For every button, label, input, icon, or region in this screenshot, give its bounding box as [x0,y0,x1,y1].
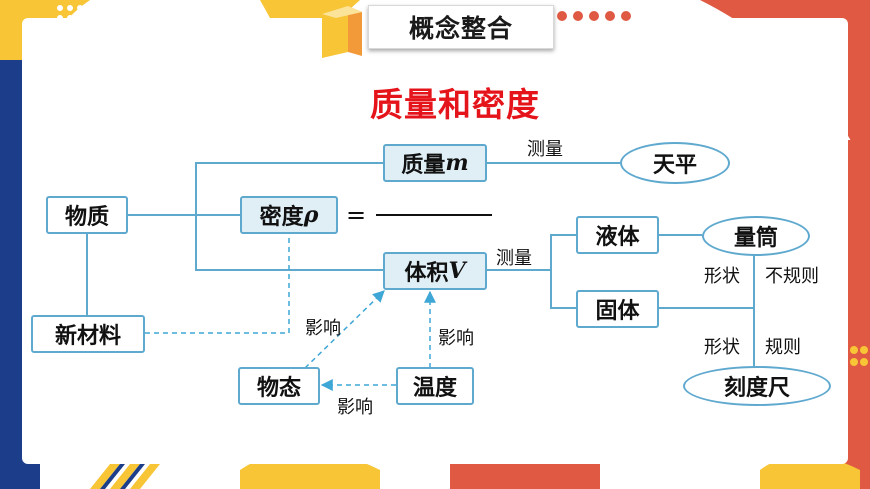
node-matter: 物质 [46,196,128,234]
node-new-material-label: 新材料 [54,324,121,349]
node-mass-label: 质量 [401,153,446,178]
node-cylinder-label: 量筒 [733,226,778,251]
dot-row-decoration [557,11,631,21]
node-temperature-label: 温度 [412,376,457,401]
density-symbol: ρ [303,202,319,228]
diagram-title: 质量和密度 [370,85,540,124]
label-measure-volume: 测量 [496,248,532,269]
link-branch-mass [195,162,385,215]
node-ruler: 刻度尺 [683,366,831,406]
section-header-text: 概念整合 [408,14,513,43]
node-solid-label: 固体 [595,299,640,324]
node-volume-label: 体积 [404,261,449,286]
node-balance: 天平 [620,142,730,184]
link-branch-volume [195,215,385,271]
node-temperature: 温度 [396,367,474,405]
link-liquid-solid [550,234,576,309]
dashed-state-volume [304,290,385,369]
label-influence-temperature-state: 影响 [337,397,373,418]
label-shape-irregular-prefix: 形状 [704,266,740,287]
node-state-label: 物态 [256,376,301,401]
node-density-label: 密度 [259,205,304,230]
node-cylinder: 量筒 [702,216,810,256]
cube-icon [322,6,362,58]
label-shape-irregular: 不规则 [765,266,819,287]
node-solid: 固体 [576,290,659,328]
label-shape-regular: 规则 [765,337,801,358]
node-state: 物态 [238,367,320,405]
node-new-material: 新材料 [31,315,145,353]
node-liquid-label: 液体 [595,225,640,250]
label-influence-temperature-volume: 影响 [438,328,474,349]
equals-sign: = [346,201,367,229]
dashed-newmaterial-density [145,236,290,334]
section-header: 概念整合 [368,5,554,49]
mass-symbol: m [445,150,469,176]
node-balance-label: 天平 [652,153,697,178]
node-matter-label: 物质 [64,205,109,230]
label-influence-state-volume: 影响 [305,318,341,339]
label-shape-regular-prefix: 形状 [704,337,740,358]
node-liquid: 液体 [576,216,659,254]
volume-symbol: V [448,258,466,284]
node-ruler-label: 刻度尺 [723,376,790,401]
label-measure-mass: 测量 [527,139,563,160]
